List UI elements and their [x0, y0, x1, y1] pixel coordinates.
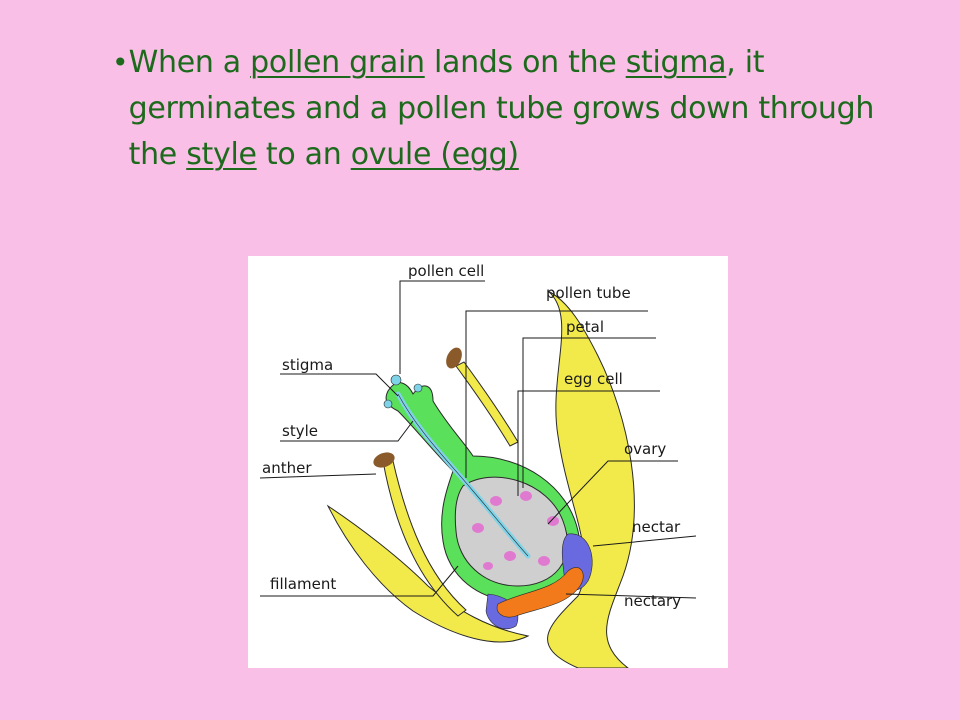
text-segment: lands on the: [424, 45, 626, 80]
bullet-point: • When a pollen grain lands on the stigm…: [112, 40, 912, 178]
label-stigma: stigma: [282, 356, 333, 374]
pollen-grains: [383, 374, 423, 409]
label-fillament: fillament: [270, 575, 336, 593]
bullet-text: When a pollen grain lands on the stigma,…: [129, 40, 912, 178]
anther-right: [446, 347, 462, 369]
filament-right: [455, 361, 519, 447]
label-pollen-cell: pollen cell: [408, 262, 484, 280]
text-segment: When a: [128, 45, 251, 80]
leader-lines: [259, 280, 697, 599]
underlined-term: style: [186, 137, 257, 172]
petal-left: [326, 504, 530, 643]
ovules: [472, 491, 559, 570]
flower-diagram: pollen cell pollen tube petal egg cell s…: [248, 256, 728, 668]
label-ovary: ovary: [624, 440, 666, 458]
label-style: style: [282, 422, 318, 440]
label-nectar: nectar: [632, 518, 681, 536]
text-segment: , it germinates and a pollen tube grows …: [128, 45, 875, 172]
label-petal: petal: [566, 318, 604, 336]
nectary-shape: [496, 567, 584, 618]
underlined-term: pollen grain: [250, 45, 425, 80]
label-pollen-tube: pollen tube: [546, 284, 631, 302]
label-egg-cell: egg cell: [564, 370, 623, 388]
bullet-symbol: •: [112, 46, 129, 79]
filament-left: [382, 460, 467, 617]
label-nectary: nectary: [624, 592, 681, 610]
anther-left: [373, 452, 395, 468]
label-anther: anther: [262, 459, 312, 477]
pollen-tube-outline: [397, 393, 529, 557]
flower-diagram-svg: pollen cell pollen tube petal egg cell s…: [259, 262, 697, 668]
underlined-term: ovule (egg): [350, 137, 519, 172]
underlined-term: stigma: [625, 45, 727, 80]
text-segment: to an: [256, 137, 351, 172]
